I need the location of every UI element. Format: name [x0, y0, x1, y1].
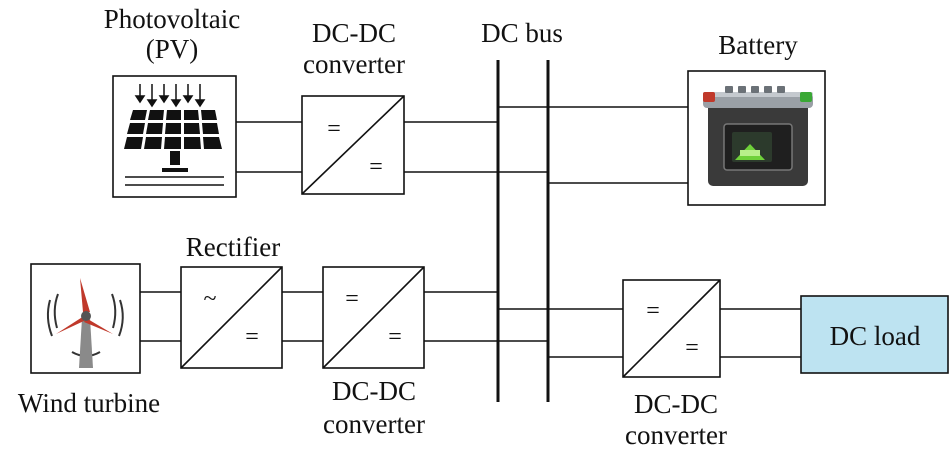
rectifier-output-symbol: =	[245, 324, 259, 350]
dcdc-wind-label-line1: DC-DC	[332, 376, 416, 406]
battery-label: Battery	[718, 30, 798, 60]
dcdc-wind-output-symbol: =	[388, 324, 402, 350]
dc-bus-label: DC bus	[481, 18, 563, 48]
dcdc-top-diagonal	[301, 95, 405, 195]
pv-label-line1: Photovoltaic	[104, 4, 241, 34]
dcdc-wind-diagonal	[322, 266, 425, 369]
pv-label-line2: (PV)	[146, 34, 199, 64]
dcdc-top-label-line2: converter	[303, 49, 405, 79]
car-battery-icon	[703, 86, 813, 186]
dcdc-load-input-symbol: =	[646, 298, 660, 324]
dcdc-top-label-line1: DC-DC	[312, 18, 396, 48]
pv-box	[112, 75, 237, 198]
dcdc-top-input-symbol: =	[327, 116, 341, 142]
rectifier-label: Rectifier	[186, 232, 280, 262]
dcdc-load-diagonal	[622, 279, 721, 378]
dc-load-label: DC load	[830, 321, 921, 351]
dcdc-wind-input-symbol: =	[345, 286, 359, 312]
dcdc-wind-label-line2: converter	[323, 409, 425, 439]
dcdc-top-output-symbol: =	[369, 154, 383, 180]
dcdc-load-output-symbol: =	[685, 335, 699, 361]
solar-panel-icon	[124, 84, 224, 186]
dcdc-load-label-line2: converter	[625, 420, 727, 450]
wind-turbine-label: Wind turbine	[18, 388, 160, 418]
dcdc-load-label-line1: DC-DC	[634, 389, 718, 419]
dc-load-box	[800, 295, 949, 374]
rectifier-diagonal	[180, 266, 283, 369]
wind-turbine-icon	[46, 278, 124, 368]
rectifier-input-symbol: ~	[204, 286, 217, 312]
